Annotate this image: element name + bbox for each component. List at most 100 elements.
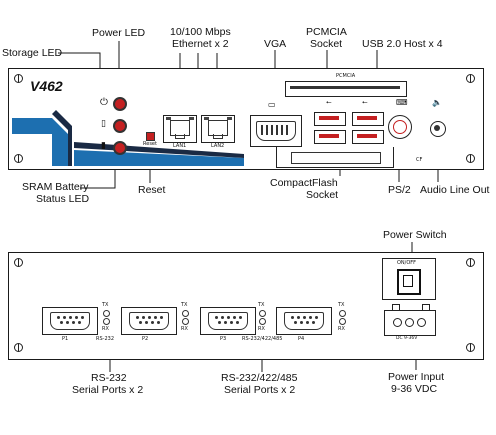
serial-pin: [306, 321, 309, 324]
serial-pin: [315, 316, 318, 319]
serial-pin: [57, 316, 60, 319]
callout-lan-line1: 10/100 Mbps: [170, 26, 231, 38]
power-switch[interactable]: [397, 269, 421, 295]
serial-pin: [63, 316, 66, 319]
p2-silk-label: P2: [142, 336, 149, 342]
serial-pin: [75, 316, 78, 319]
callout-sram-line1: SRAM Battery: [22, 181, 89, 193]
cf-silk-label: CF: [416, 157, 423, 163]
vga-symbol-icon: ▭: [268, 100, 276, 109]
power-led: [113, 97, 127, 111]
vga-shell: [256, 121, 296, 141]
audio-jack-hole: [434, 125, 440, 131]
serial-pin: [160, 316, 163, 319]
serial-port-p4[interactable]: [276, 307, 332, 335]
p3-silk-label: P3: [220, 336, 227, 342]
serial-pin: [233, 316, 236, 319]
power-terminal-tab-right: [422, 304, 430, 311]
tx-led-1: [103, 310, 110, 317]
front-screw-bottom-left: [14, 154, 23, 163]
usb-port-2-tongue: [319, 134, 339, 138]
serial-pin: [60, 321, 63, 324]
tx-led-3: [259, 310, 266, 317]
tx-led-4: [339, 310, 346, 317]
vga-port[interactable]: [250, 115, 302, 147]
compactflash-slot[interactable]: [276, 147, 394, 168]
storage-symbol-icon: ▯: [101, 119, 106, 129]
usb-symbol-icon-right: ⭠: [362, 98, 368, 106]
usb-port-2[interactable]: [314, 130, 346, 144]
usb-port-4-tongue: [357, 134, 377, 138]
serial-pin: [218, 321, 221, 324]
lan2-port[interactable]: [201, 115, 235, 143]
serial-pin: [139, 321, 142, 324]
serial-port-p1-shell: [50, 312, 90, 330]
callout-rs232-line1: RS-232: [91, 372, 127, 384]
usb-port-3[interactable]: [352, 112, 384, 126]
rx-label-4: RX: [338, 326, 345, 332]
serial-pin: [303, 316, 306, 319]
serial-pin: [69, 316, 72, 319]
serial-port-p2[interactable]: [121, 307, 177, 335]
dc-in-silk-label: DC 9-36V: [396, 336, 418, 341]
lan2-socket: [208, 120, 228, 136]
serial-port-p1[interactable]: [42, 307, 98, 335]
rear-screw-top-left: [14, 258, 23, 267]
pcmcia-slot[interactable]: [285, 81, 407, 97]
serial-pin: [157, 321, 160, 324]
lan2-activity-led: [227, 117, 232, 120]
rear-screw-bottom-right: [466, 343, 475, 352]
lan1-port[interactable]: [163, 115, 197, 143]
ps2-port[interactable]: [388, 115, 412, 139]
serial-pin: [66, 321, 69, 324]
p4-silk-label: P4: [298, 336, 305, 342]
lan1-socket: [170, 120, 190, 136]
serial-pin: [300, 321, 303, 324]
power-switch-rocker: [403, 275, 413, 287]
lan2-silk-label: LAN2: [211, 143, 225, 149]
vga-pins: [261, 125, 289, 135]
callout-reset: Reset: [138, 184, 166, 196]
power-switch-housing: ON/OFF: [382, 258, 436, 300]
lan2-tab: [213, 134, 223, 139]
onoff-silk-label: ON/OFF: [397, 260, 417, 266]
rx-label-1: RX: [102, 326, 109, 332]
reset-button[interactable]: [146, 132, 155, 141]
battery-symbol-icon: ▮: [101, 141, 106, 151]
serial-pin: [297, 316, 300, 319]
rx-led-4: [339, 318, 346, 325]
audio-line-out-jack[interactable]: [430, 121, 446, 137]
callout-vga: VGA: [264, 38, 287, 50]
pcmcia-silk-label: PCMCIA: [336, 73, 356, 79]
serial-pin: [236, 321, 239, 324]
callout-power-switch: Power Switch: [383, 229, 447, 241]
callout-cf-line2: Socket: [306, 189, 339, 201]
rs485-silk-label: RS-232/422/485: [242, 336, 283, 342]
power-input-terminal[interactable]: [384, 310, 436, 336]
serial-port-p3[interactable]: [200, 307, 256, 335]
callout-power-led: Power LED: [92, 27, 146, 39]
sram-battery-led: [113, 141, 127, 155]
serial-pin: [72, 321, 75, 324]
rx-led-1: [103, 318, 110, 325]
ps2-socket: [393, 120, 407, 134]
rear-screw-bottom-left: [14, 343, 23, 352]
usb-port-1-tongue: [319, 116, 339, 120]
rx-label-2: RX: [181, 326, 188, 332]
serial-pin: [227, 316, 230, 319]
serial-pin: [151, 321, 154, 324]
usb-port-4[interactable]: [352, 130, 384, 144]
lan2-link-led: [204, 117, 209, 120]
serial-pin: [230, 321, 233, 324]
callout-power-input-line2: 9-36 VDC: [391, 383, 438, 395]
usb-port-1[interactable]: [314, 112, 346, 126]
power-symbol-icon: ⏻: [100, 97, 108, 108]
callout-lan-line2: Ethernet x 2: [172, 38, 229, 50]
lan1-tab: [175, 134, 185, 139]
terminal-screw-1: [393, 318, 402, 327]
serial-pin: [154, 316, 157, 319]
front-screw-top-right: [466, 74, 475, 83]
callout-rs485-line1: RS-232/422/485: [221, 372, 298, 384]
callout-ps2: PS/2: [388, 184, 411, 196]
